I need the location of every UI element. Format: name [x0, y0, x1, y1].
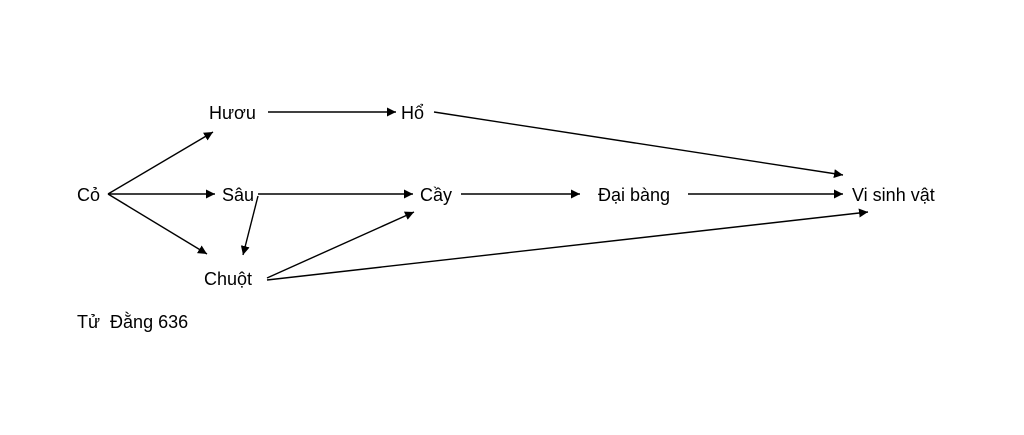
node-ho: Hổ	[401, 103, 424, 123]
node-cay: Cầy	[420, 185, 452, 205]
edge-co-chuot	[107, 193, 208, 255]
edge-chuot-cay	[266, 211, 415, 279]
edge-ho-vi-sinh-vat	[433, 111, 844, 179]
node-dai-bang: Đại bàng	[598, 185, 670, 205]
node-huou: Hươu	[209, 103, 256, 123]
node-vi-sinh-vat: Vi sinh vật	[852, 185, 935, 205]
node-chuot: Chuột	[204, 269, 252, 289]
node-co: Cỏ	[77, 185, 100, 205]
nodes: Cỏ Hươu Hổ Sâu Cầy Đại bàng Vi sinh vật …	[77, 103, 935, 289]
edges	[107, 107, 869, 281]
edge-co-huou	[107, 131, 214, 195]
edge-chuot-vi-sinh-vat	[266, 208, 869, 281]
edge-sau-chuot	[240, 195, 259, 256]
caption: Tử Đằng 636	[77, 311, 188, 332]
node-sau: Sâu	[222, 185, 254, 205]
